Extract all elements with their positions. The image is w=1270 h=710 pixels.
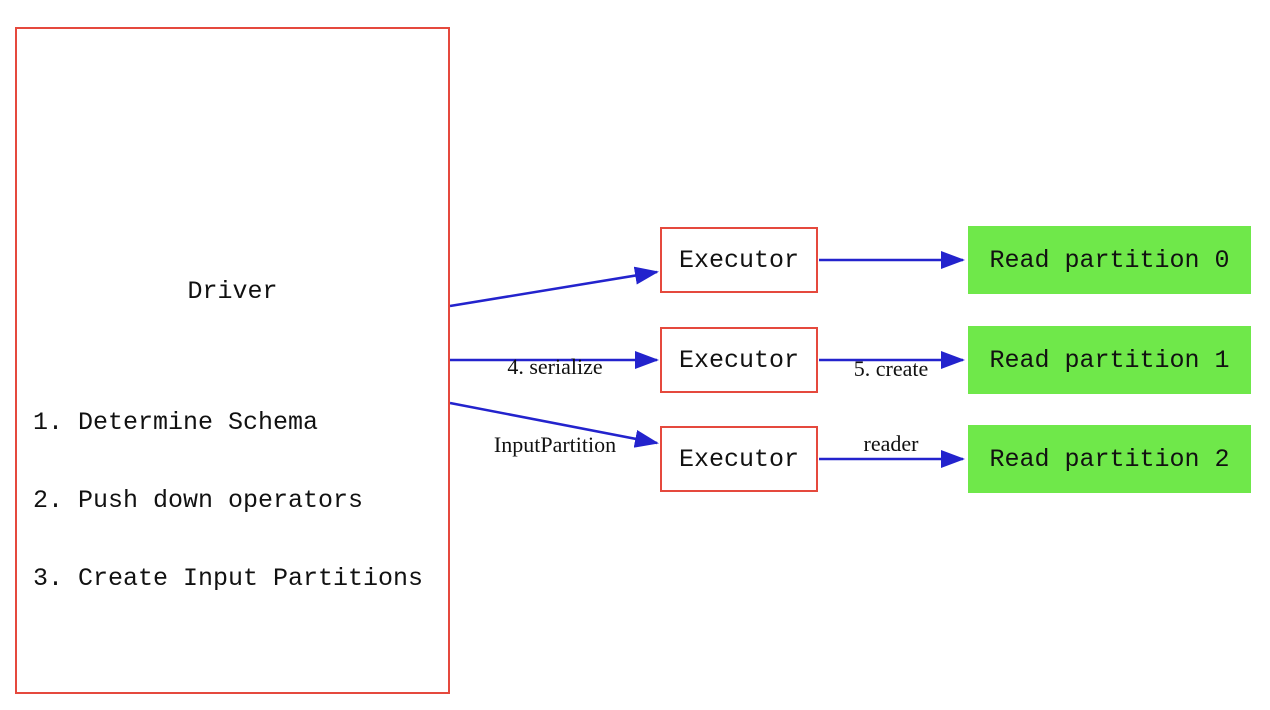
edge-label-reader-line2: reader bbox=[863, 431, 919, 456]
driver-step-2: 2. Push down operators bbox=[33, 486, 364, 515]
driver-title: Driver bbox=[187, 277, 278, 306]
driver-box bbox=[15, 27, 450, 694]
driver-step-3: 3. Create Input Partitions bbox=[33, 564, 424, 593]
partition-box-0: Read partition 0 bbox=[968, 226, 1251, 294]
edge-label-serialize-line1: 4. serialize bbox=[507, 354, 603, 379]
executor-box-1: Executor bbox=[660, 227, 818, 293]
edge-label-create-reader: 5. create reader bbox=[791, 306, 991, 506]
partition-box-1: Read partition 1 bbox=[968, 326, 1251, 394]
edge-label-serialize-inputpartition: 4. serialize InputPartition bbox=[435, 302, 675, 510]
driver-steps: 1. Determine Schema 2. Push down operato… bbox=[33, 358, 423, 644]
driver-step-1: 1. Determine Schema bbox=[33, 408, 319, 437]
executor-box-3: Executor bbox=[660, 426, 818, 492]
arrow-driver-to-executor-1 bbox=[449, 266, 659, 308]
partition-box-2: Read partition 2 bbox=[968, 425, 1251, 493]
edge-label-serialize-line2: InputPartition bbox=[493, 432, 617, 457]
edge-label-reader-line1: 5. create bbox=[853, 356, 929, 381]
executor-box-2: Executor bbox=[660, 327, 818, 393]
